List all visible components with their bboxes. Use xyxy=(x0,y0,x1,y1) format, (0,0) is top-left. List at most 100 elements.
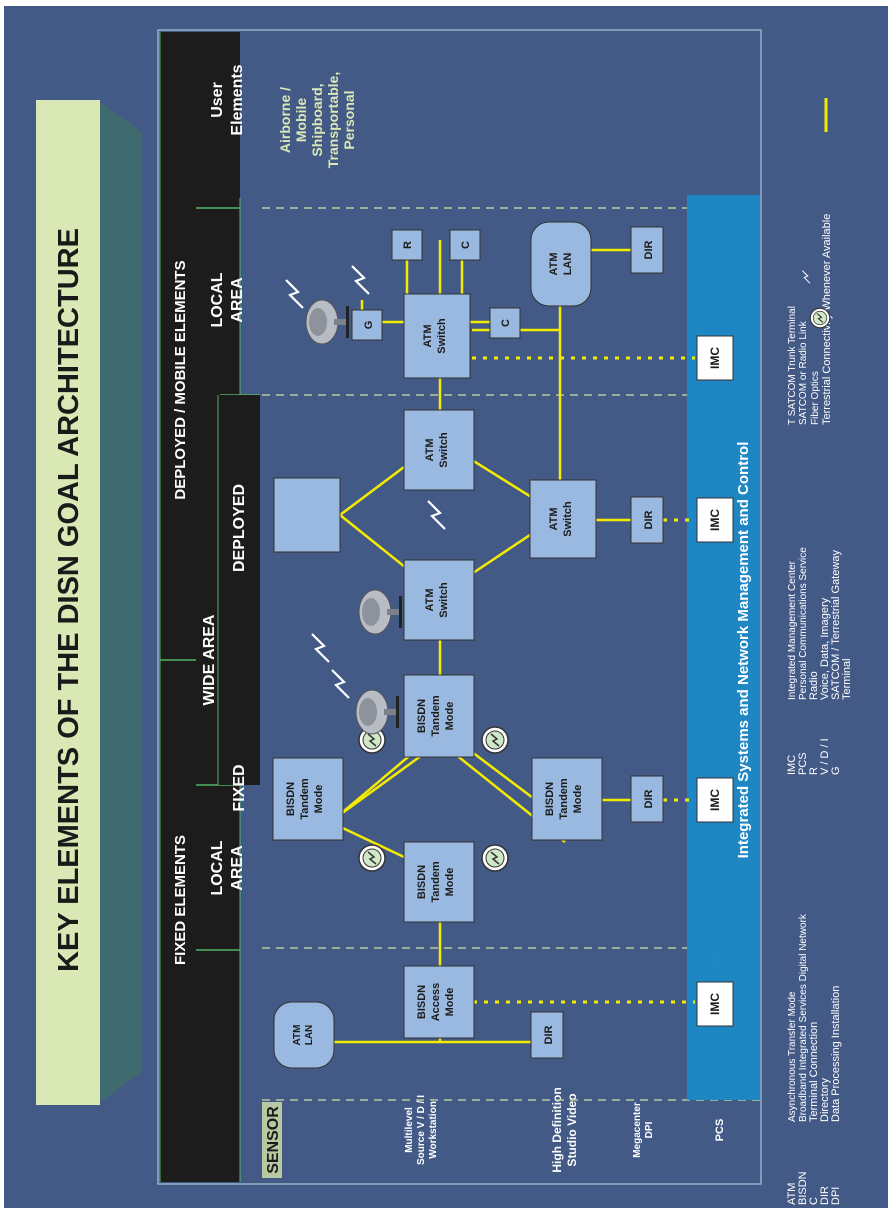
header-user-elements-1: User xyxy=(209,82,226,118)
dir-node-right: DIR xyxy=(630,226,664,274)
svg-text:Transportable,: Transportable, xyxy=(325,72,341,168)
svg-text:T SATCOM Trunk Terminal: T SATCOM Trunk Terminal xyxy=(787,306,798,425)
svg-text:ATM: ATM xyxy=(292,1025,303,1046)
legend-col1-abbr: ATM BISDN C DIR DPI xyxy=(786,1171,842,1205)
svg-text:Data Processing Installation: Data Processing Installation xyxy=(830,986,842,1122)
header-local-area-left-1: LOCAL xyxy=(209,840,226,895)
fiber-optic-icon xyxy=(809,307,831,329)
svg-text:Fiber Optics: Fiber Optics xyxy=(810,371,821,425)
imc-node-fixed: IMC xyxy=(696,777,734,823)
legend-col2-abbr: IMC PCS R V / D / I G xyxy=(786,738,842,775)
svg-text:IMC: IMC xyxy=(708,789,722,811)
svg-text:V / D / I: V / D / I xyxy=(819,738,831,775)
svg-text:Mobile: Mobile xyxy=(293,98,309,143)
atm-lan-right: ATM LAN xyxy=(530,221,592,307)
svg-text:Directory: Directory xyxy=(819,1077,831,1122)
header-deployed-mobile: DEPLOYED / MOBILE ELEMENTS xyxy=(172,260,189,499)
title-band xyxy=(36,100,100,1105)
svg-text:LAN: LAN xyxy=(304,1025,315,1046)
svg-text:Personal Communications Servic: Personal Communications Service xyxy=(798,547,809,700)
svg-text:SATCOM / Terrestrial Gateway: SATCOM / Terrestrial Gateway xyxy=(830,550,842,700)
svg-text:Mode: Mode xyxy=(572,785,584,814)
svg-text:C: C xyxy=(460,241,472,249)
svg-text:Personal: Personal xyxy=(341,90,357,149)
svg-text:High Definition: High Definition xyxy=(550,1087,564,1172)
svg-text:Terminal: Terminal xyxy=(841,658,853,700)
svg-text:Asynchronous Transfer Mode: Asynchronous Transfer Mode xyxy=(787,991,798,1122)
header-fixed: FIXED xyxy=(231,764,248,811)
svg-text:DIR: DIR xyxy=(643,789,655,808)
svg-text:G: G xyxy=(363,321,375,330)
svg-text:PCS: PCS xyxy=(797,752,809,775)
svg-text:Studio Video: Studio Video xyxy=(565,1093,579,1166)
svg-text:BISDN: BISDN xyxy=(416,985,428,1019)
svg-text:Workstation: Workstation xyxy=(428,1101,439,1159)
header-local-area-right-1: LOCAL xyxy=(209,272,226,327)
imc-node-deployed: IMC xyxy=(696,497,734,543)
imc-links xyxy=(472,356,695,1004)
svg-text:Integrated Management Center: Integrated Management Center xyxy=(787,560,798,700)
imc-node-right: IMC xyxy=(696,335,734,381)
atm-switch-node-3: ATM Switch xyxy=(529,479,597,559)
svg-text:DPI: DPI xyxy=(830,1187,842,1205)
integrated-systems-label: Integrated Systems and Network Managemen… xyxy=(735,442,752,859)
svg-text:DIR: DIR xyxy=(819,1186,831,1205)
deployed-empty-node xyxy=(273,477,341,553)
svg-text:Broadband Integrated Services: Broadband Integrated Services Digital Ne… xyxy=(798,913,809,1122)
svg-text:Megacenter: Megacenter xyxy=(632,1102,643,1158)
atm-switch-node-2: ATM Switch xyxy=(403,409,475,491)
title-band-shadow xyxy=(100,102,142,1102)
svg-text:Switch: Switch xyxy=(438,432,450,468)
header-columns xyxy=(159,32,260,1182)
svg-text:R: R xyxy=(808,767,820,775)
main-frame xyxy=(157,29,762,1185)
bisdn-tandem-node-4: BISDN Tandem Mode xyxy=(403,674,475,758)
left-labels: Multilevel Source V / D / I Workstation … xyxy=(404,1087,726,1172)
legend-col2-desc: Integrated Management Center Personal Co… xyxy=(787,547,853,700)
svg-text:Source V / D / I: Source V / D / I xyxy=(416,1095,427,1165)
svg-text:Mode: Mode xyxy=(444,868,456,897)
legend-col1-desc: Asynchronous Transfer Mode Broadband Int… xyxy=(787,913,842,1122)
svg-text:BISDN: BISDN xyxy=(416,699,428,733)
svg-text:Voice, Data, Imagery: Voice, Data, Imagery xyxy=(819,597,831,700)
svg-text:Airborne /: Airborne / xyxy=(277,87,293,153)
svg-text:G: G xyxy=(830,766,842,775)
svg-text:R: R xyxy=(402,241,414,249)
svg-text:BISDN: BISDN xyxy=(285,782,297,816)
svg-text:BISDN: BISDN xyxy=(416,865,428,899)
atm-switch-node-1: ATM Switch xyxy=(403,559,475,641)
r-radio-node: R xyxy=(391,229,423,261)
svg-text:IMC: IMC xyxy=(708,509,722,531)
svg-text:ATM: ATM xyxy=(548,252,560,275)
c-terminal-node-2: C xyxy=(489,307,521,339)
header-fixed-elements: FIXED ELEMENTS xyxy=(172,835,189,965)
fiber-optic-icon xyxy=(481,726,509,754)
svg-text:Tandem: Tandem xyxy=(558,778,570,820)
user-types: Airborne / Mobile Shipboard, Transportab… xyxy=(277,72,357,168)
diagram-title: KEY ELEMENTS OF THE DISN GOAL ARCHITECTU… xyxy=(53,228,85,972)
svg-text:BISDN: BISDN xyxy=(544,782,556,816)
svg-text:Shipboard,: Shipboard, xyxy=(309,83,325,156)
legend: ATM BISDN C DIR DPI Asynchronous Transfe… xyxy=(786,98,853,1205)
svg-text:Terminal Connection: Terminal Connection xyxy=(808,1022,820,1122)
svg-text:C: C xyxy=(500,319,512,327)
bisdn-tandem-node-3: BISDN Tandem Mode xyxy=(531,757,603,841)
svg-text:ATM: ATM xyxy=(548,507,560,530)
svg-text:Mode: Mode xyxy=(444,702,456,731)
bisdn-access-node: BISDN Access Mode xyxy=(403,965,475,1039)
dir-node-left: DIR xyxy=(530,1011,564,1059)
svg-text:ATM: ATM xyxy=(422,324,434,347)
c-terminal-node-1: C xyxy=(449,229,481,261)
fiber-optic-icon xyxy=(358,844,386,872)
svg-text:C: C xyxy=(808,1197,820,1205)
svg-text:Mode: Mode xyxy=(444,988,456,1017)
header-local-area-left-2: AREA xyxy=(229,845,246,891)
dir-node-fixed: DIR xyxy=(630,775,664,823)
svg-text:Tandem: Tandem xyxy=(299,778,311,820)
header-wide-area: WIDE AREA xyxy=(201,614,218,705)
header-user-elements-2: Elements xyxy=(229,64,246,135)
header-deployed: DEPLOYED xyxy=(231,484,248,572)
svg-text:BISDN: BISDN xyxy=(797,1171,809,1205)
svg-text:Switch: Switch xyxy=(438,582,450,618)
